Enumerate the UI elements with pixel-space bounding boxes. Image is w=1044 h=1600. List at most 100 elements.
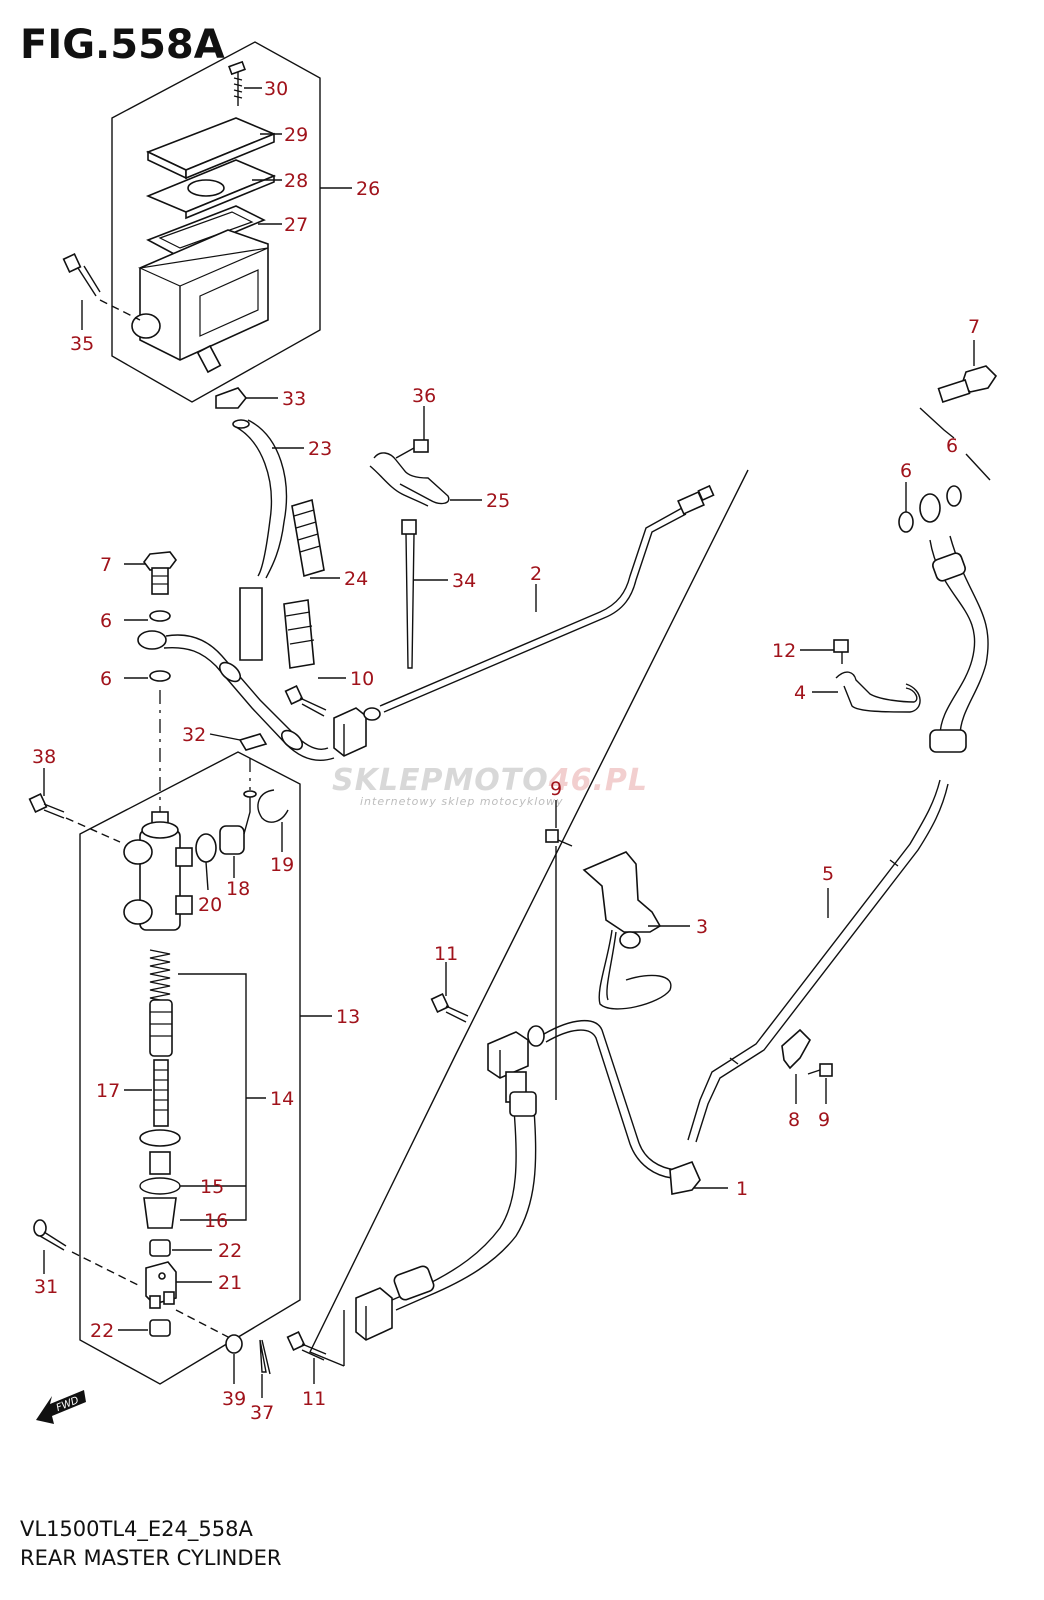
callout-12: 12 bbox=[772, 640, 796, 662]
figure-model-code: VL1500TL4_E24_558A bbox=[20, 1517, 253, 1541]
callout-22-lower: 22 bbox=[90, 1320, 114, 1342]
circlip-15 bbox=[139, 1177, 181, 1195]
callout-11-upper: 11 bbox=[434, 943, 458, 965]
cable-tie-34 bbox=[401, 519, 417, 669]
bolt-35 bbox=[62, 253, 101, 297]
brake-joint-lower bbox=[355, 1287, 393, 1341]
washer-6-right-a bbox=[898, 511, 914, 533]
callout-37: 37 bbox=[250, 1402, 274, 1424]
callout-1: 1 bbox=[736, 1178, 748, 1200]
connector-18 bbox=[219, 790, 257, 855]
hose-group-outline-left bbox=[309, 469, 749, 1367]
banjo-hose-assembly bbox=[137, 630, 335, 762]
cotter-pin-37 bbox=[259, 1339, 267, 1373]
callout-39: 39 bbox=[222, 1388, 246, 1410]
figure-name: REAR MASTER CYLINDER bbox=[20, 1546, 282, 1570]
callout-2: 2 bbox=[530, 563, 542, 585]
bolt-12 bbox=[833, 639, 849, 664]
callout-16: 16 bbox=[204, 1210, 228, 1232]
washer-6-right-b bbox=[946, 485, 962, 507]
clamp-8 bbox=[781, 1028, 811, 1070]
callout-32: 32 bbox=[182, 724, 206, 746]
brake-joint-upper bbox=[333, 707, 381, 757]
callout-14: 14 bbox=[270, 1088, 294, 1110]
svg-text:FWD: FWD bbox=[55, 1395, 81, 1414]
brake-pipe-2 bbox=[379, 507, 683, 707]
bracket-3 bbox=[582, 851, 672, 1010]
callout-9-upper: 9 bbox=[550, 778, 562, 800]
callout-27: 27 bbox=[284, 214, 308, 236]
lower-hose bbox=[391, 1109, 517, 1301]
callout-3: 3 bbox=[696, 916, 708, 938]
bolt-10 bbox=[284, 685, 327, 717]
brake-joint-middle bbox=[487, 1025, 545, 1103]
callout-35: 35 bbox=[70, 333, 94, 355]
callout-17: 17 bbox=[96, 1080, 120, 1102]
callout-6-right-upper: 6 bbox=[946, 435, 958, 457]
washer-6-lower bbox=[149, 670, 171, 682]
watermark-logo: SKLEPMOTO46.PL bbox=[332, 763, 649, 798]
callout-15: 15 bbox=[200, 1176, 224, 1198]
callout-labels: 30 29 28 26 27 35 33 23 36 25 2 34 24 7 … bbox=[32, 78, 980, 1424]
callout-21: 21 bbox=[218, 1272, 242, 1294]
reservoir-body bbox=[131, 229, 269, 374]
callout-23: 23 bbox=[308, 438, 332, 460]
union-bolt-7-left bbox=[143, 551, 177, 595]
callout-10: 10 bbox=[350, 668, 374, 690]
boot-16 bbox=[143, 1197, 177, 1229]
washer-6-upper bbox=[149, 610, 171, 622]
callout-9-lower: 9 bbox=[818, 1109, 830, 1131]
callout-22-upper: 22 bbox=[218, 1240, 242, 1262]
callout-19: 19 bbox=[270, 854, 294, 876]
hose-clip-33 bbox=[215, 387, 248, 409]
callout-38: 38 bbox=[32, 746, 56, 768]
clip-32 bbox=[238, 733, 268, 751]
callout-26: 26 bbox=[356, 178, 380, 200]
callout-28: 28 bbox=[284, 170, 308, 192]
callout-13: 13 bbox=[336, 1006, 360, 1028]
clamp-4 bbox=[835, 671, 918, 703]
reservoir-group-box bbox=[111, 41, 321, 403]
circlip-19 bbox=[257, 789, 289, 823]
brake-hose-5 bbox=[687, 779, 941, 1141]
callout-8: 8 bbox=[788, 1109, 800, 1131]
boot-24 bbox=[291, 498, 325, 578]
callout-25: 25 bbox=[486, 490, 510, 512]
master-cylinder-box bbox=[79, 751, 301, 1385]
reservoir-hose-23 bbox=[233, 425, 273, 577]
clevis-21 bbox=[145, 1261, 177, 1309]
figure-title: FIG.558A bbox=[20, 22, 225, 68]
callout-33: 33 bbox=[282, 388, 306, 410]
banjo-right bbox=[919, 493, 941, 523]
callout-5: 5 bbox=[822, 863, 834, 885]
callout-6-right-lower: 6 bbox=[900, 460, 912, 482]
callout-30: 30 bbox=[264, 78, 288, 100]
callout-4: 4 bbox=[794, 682, 806, 704]
brake-pipe-1 bbox=[543, 1019, 677, 1171]
callout-31: 31 bbox=[34, 1276, 58, 1298]
union-bolt-7-right bbox=[937, 365, 998, 403]
callout-36: 36 bbox=[412, 385, 436, 407]
oring-20 bbox=[195, 833, 217, 863]
callout-7-left: 7 bbox=[100, 554, 112, 576]
bolt-36 bbox=[395, 439, 429, 459]
pin-31 bbox=[33, 1219, 67, 1251]
watermark-subtitle: internetowy sklep motocyklowy bbox=[360, 795, 564, 808]
washer-39 bbox=[225, 1334, 243, 1354]
callout-18: 18 bbox=[226, 878, 250, 900]
clip-1 bbox=[669, 1160, 701, 1195]
screw-30 bbox=[228, 60, 246, 106]
nut-22-lower bbox=[149, 1319, 171, 1337]
fwd-arrow-icon: FWD bbox=[36, 1390, 86, 1424]
diaphragm-27 bbox=[146, 205, 266, 257]
piston-assembly bbox=[139, 999, 181, 1175]
bolt-11-upper bbox=[430, 993, 469, 1023]
callout-34: 34 bbox=[452, 570, 476, 592]
bracket-25 bbox=[373, 452, 450, 505]
callout-6-upper: 6 bbox=[100, 610, 112, 632]
callout-7-right: 7 bbox=[968, 316, 980, 338]
bolt-11-lower bbox=[286, 1331, 327, 1361]
callout-6-lower: 6 bbox=[100, 668, 112, 690]
